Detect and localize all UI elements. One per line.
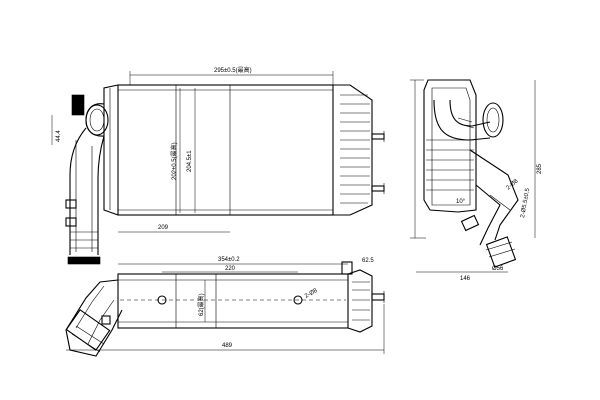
- front-studs: [371, 131, 385, 194]
- bottom-core: [117, 273, 349, 329]
- front-view: 295±0.5(最高) 202±0.5(最高) 204.5±1 44.4 209: [51, 66, 385, 265]
- dim-side-angle: 10°: [456, 199, 466, 205]
- dim-side-pipe: Ø56: [492, 266, 504, 272]
- bottom-view: 354±0.2 220 62.5 62(最高) 2-Ø8 489: [65, 257, 385, 357]
- front-dimensions: 295±0.5(最高) 202±0.5(最高) 204.5±1 44.4 209: [51, 66, 334, 233]
- bottom-right-tank: [347, 269, 373, 333]
- dim-left-offset: 44.4: [56, 130, 62, 142]
- dim-bottom-core: 354±0.2: [218, 257, 240, 263]
- side-ribs: [426, 139, 474, 191]
- front-right-tank: [333, 84, 373, 216]
- front-pipe-cap: [67, 256, 101, 265]
- side-angled-pipe: [460, 149, 519, 268]
- dim-bottom-height: 62(最高): [197, 293, 205, 316]
- side-view: 285 10° 2-Ø8 2-Ø5.5±0.5 Ø56 146: [410, 79, 543, 282]
- dim-bottom-inner: 220: [225, 266, 236, 272]
- dim-bottom-offset: 209: [158, 225, 169, 231]
- front-right-tank-ribs: [340, 94, 370, 204]
- front-bent-pipe: [65, 127, 105, 265]
- bottom-angled-pipe: [65, 279, 123, 357]
- dim-bottom-hole: 2-Ø8: [304, 288, 319, 300]
- front-core: [117, 84, 334, 216]
- dim-side-a: 2-Ø8: [505, 178, 520, 192]
- front-clamp: [71, 94, 85, 116]
- dim-side-total: 285: [537, 163, 543, 174]
- front-inlet-neck: [71, 94, 109, 137]
- side-top-pipe: [433, 99, 504, 141]
- dim-side-b: 2-Ø5.5±0.5: [520, 187, 531, 218]
- side-body: [423, 79, 477, 213]
- dim-top-width: 295±0.5(最高): [214, 66, 252, 74]
- front-left-tank: [103, 84, 119, 216]
- bottom-dimensions: 354±0.2 220 62.5 62(最高) 2-Ø8 489: [66, 257, 385, 354]
- dim-inner-height: 204.5±1: [187, 150, 193, 172]
- dim-bottom-right: 62.5: [362, 258, 374, 264]
- dim-top-height: 202±0.5(最高): [170, 142, 178, 180]
- dim-side-width: 146: [460, 276, 471, 282]
- dim-bottom-total: 489: [222, 343, 233, 349]
